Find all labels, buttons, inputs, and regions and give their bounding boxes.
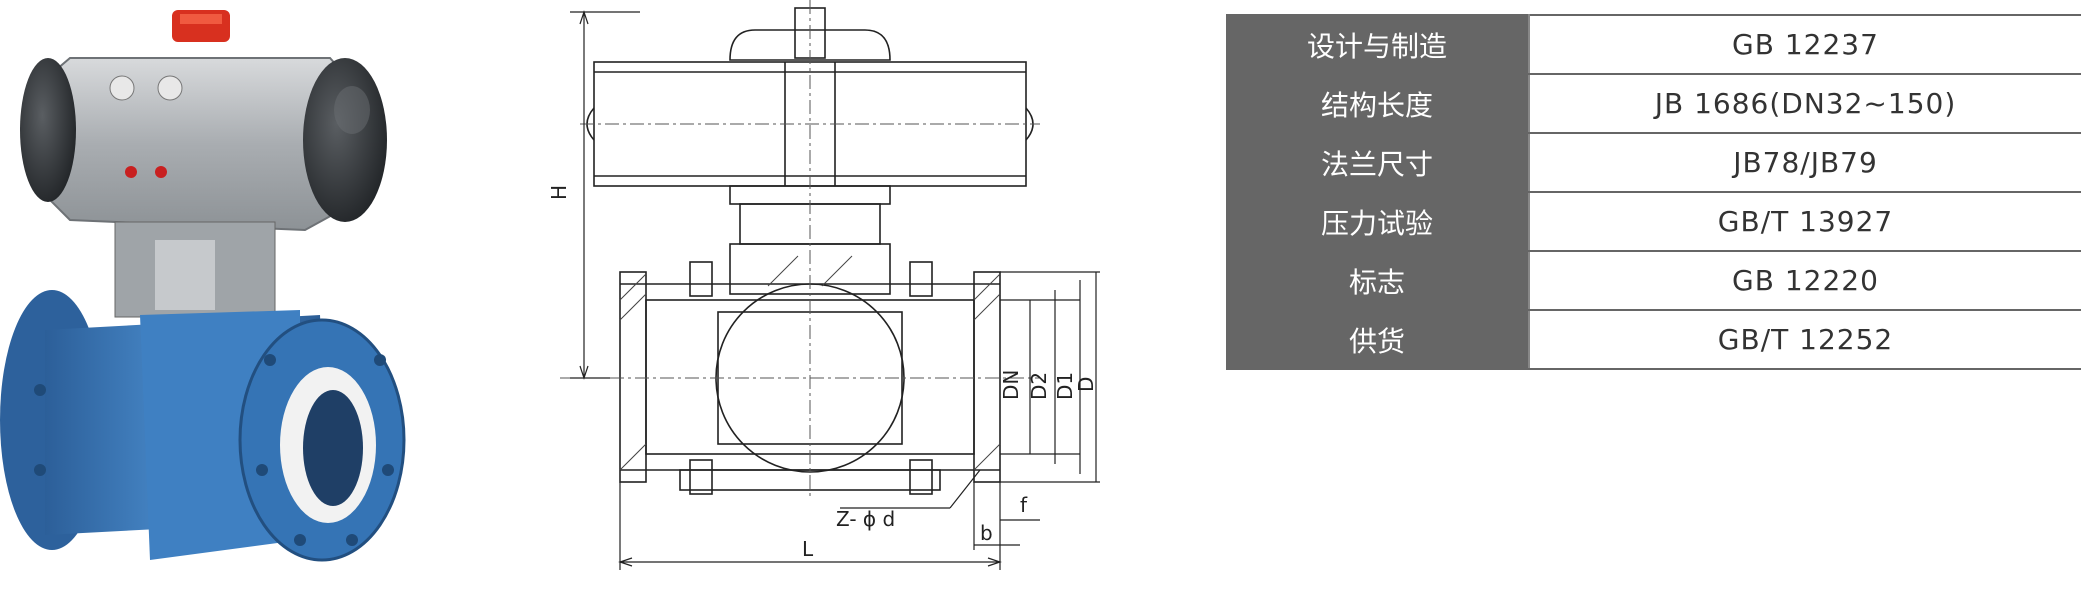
dim-l-label: L [802, 537, 814, 561]
spec-key: 供货 [1226, 310, 1530, 370]
spec-value: JB78/JB79 [1529, 133, 2081, 193]
dim-h-label: H [547, 185, 571, 200]
dim-d1-label: D1 [1053, 372, 1077, 400]
dim-b-label: b [980, 521, 993, 545]
spec-key: 结构长度 [1226, 74, 1530, 134]
spec-value: GB/T 12252 [1529, 310, 2081, 370]
spec-value: GB 12220 [1529, 251, 2081, 311]
pneumatic-actuator [20, 57, 387, 232]
spec-value: GB/T 13927 [1529, 192, 2081, 252]
product-photo [0, 10, 406, 562]
dim-d-label: D [1074, 377, 1098, 392]
technical-drawing: H DN D2 D1 D L b f Z- ϕ d [547, 0, 1100, 570]
dim-d2-label: D2 [1027, 372, 1051, 400]
spec-value: JB 1686(DN32~150) [1529, 74, 2081, 134]
spec-key: 设计与制造 [1226, 14, 1530, 75]
dim-dn-label: DN [999, 370, 1023, 400]
valve-body [0, 290, 406, 562]
spec-key: 标志 [1226, 251, 1530, 311]
spec-value: GB 12237 [1529, 14, 2081, 75]
dim-f-label: f [1020, 493, 1028, 517]
spec-key: 压力试验 [1226, 192, 1530, 252]
spec-key: 法兰尺寸 [1226, 133, 1530, 193]
dim-zd-label: Z- ϕ d [836, 507, 895, 531]
